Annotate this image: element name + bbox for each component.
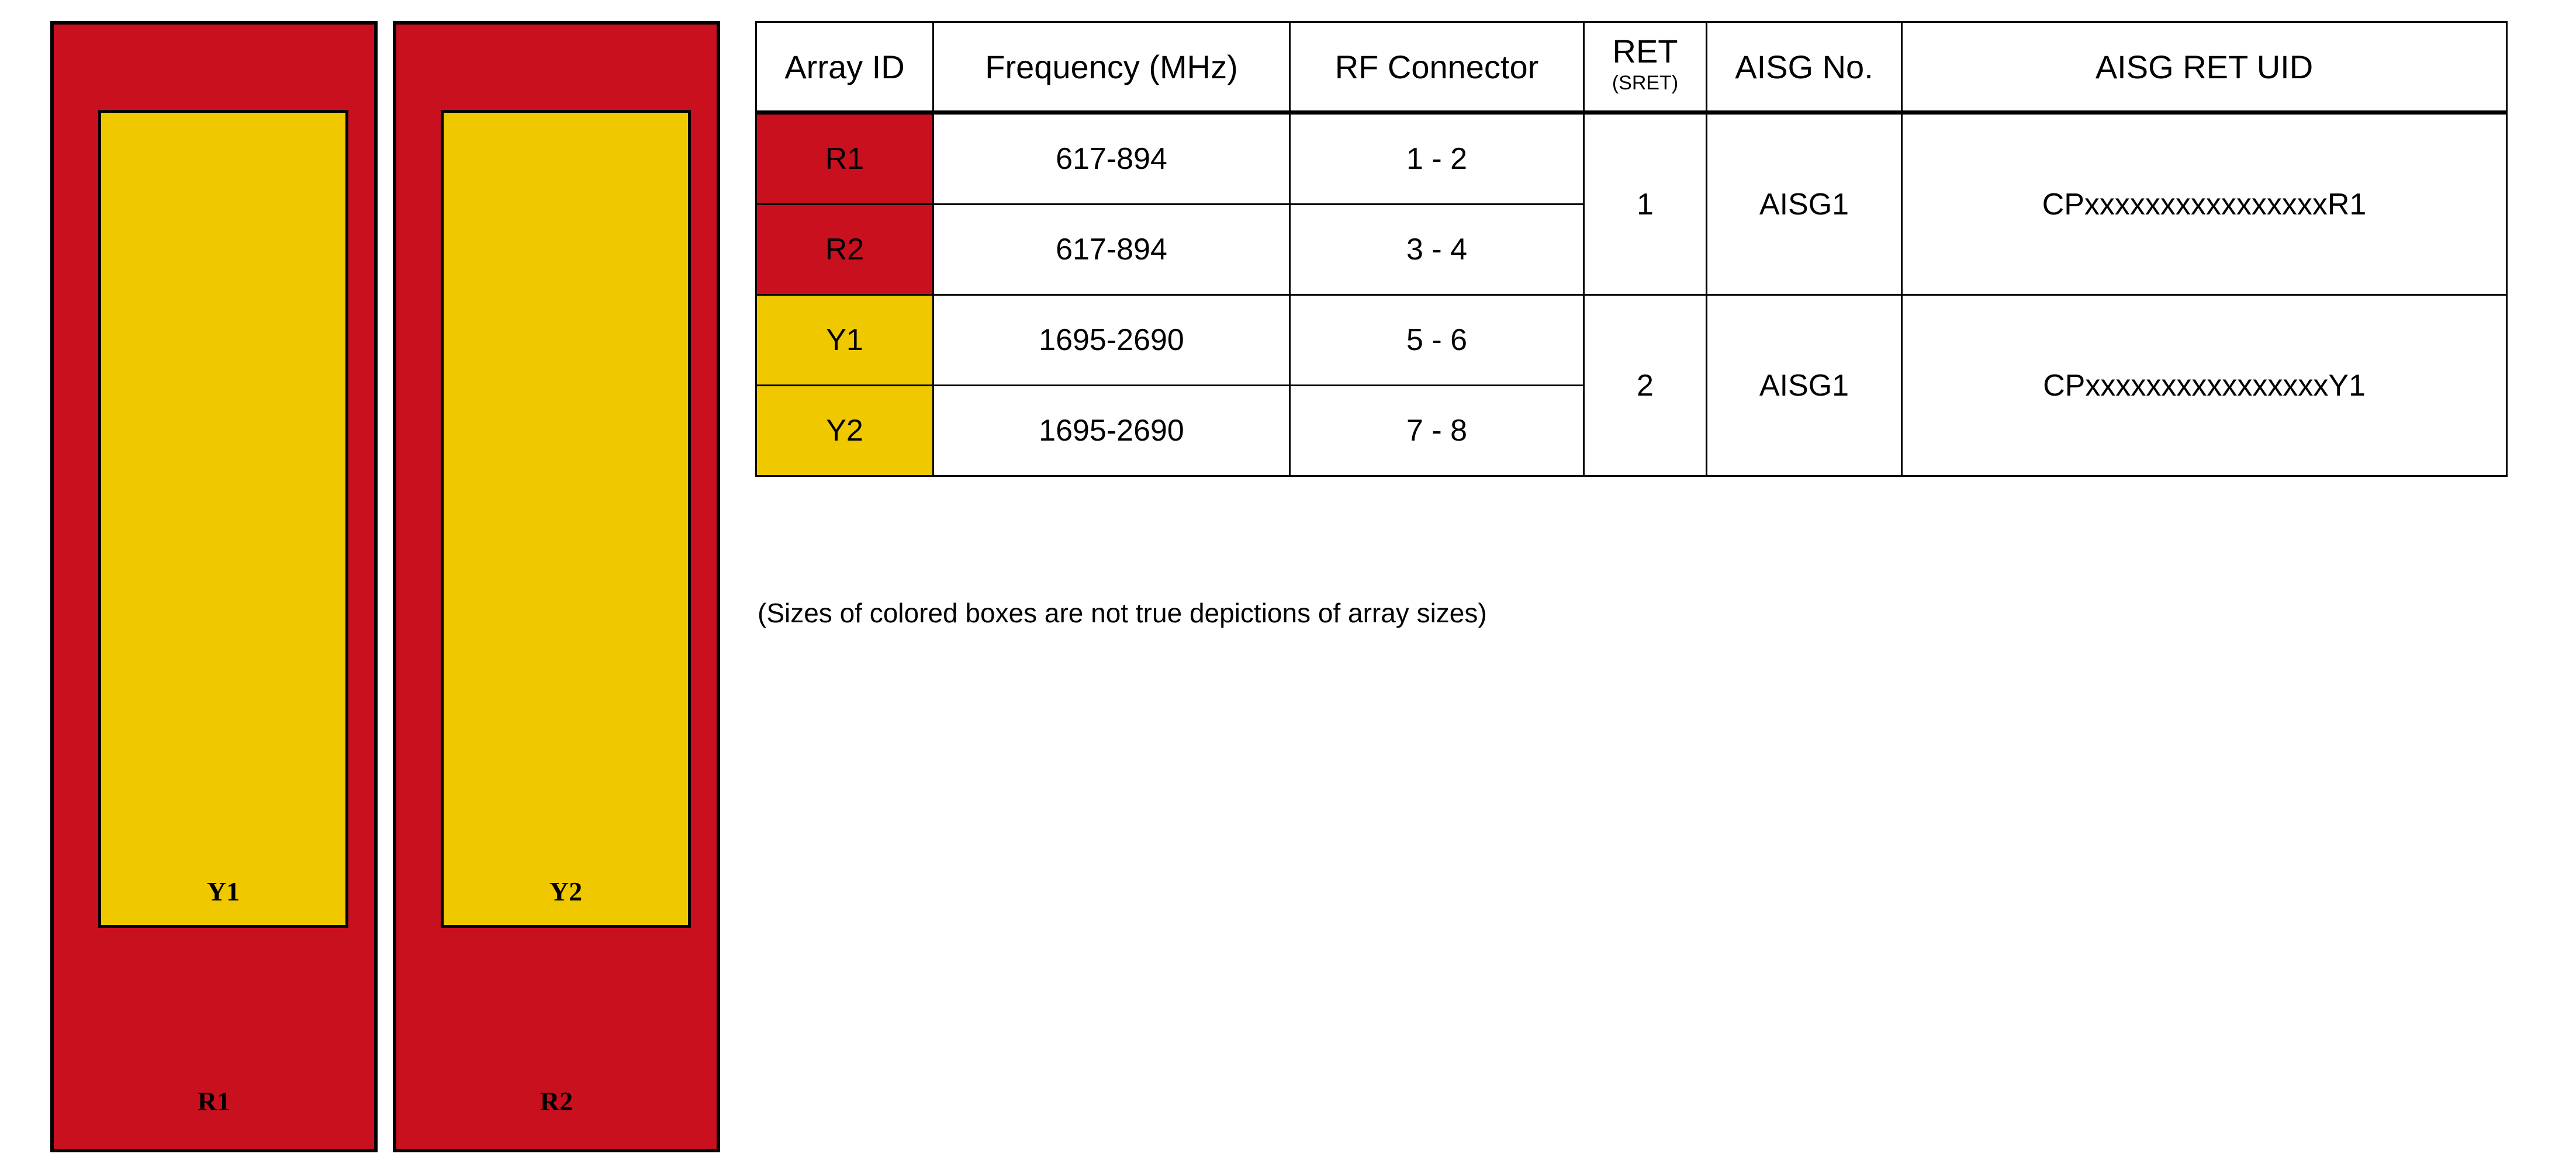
array-label-y2: Y2: [549, 877, 583, 906]
antenna-array-diagram: Y1 R1 Y2 R2: [0, 0, 742, 1164]
cell-array-id: R2: [755, 203, 934, 296]
table-header: Array ID Frequency (MHz) RF Connector RE…: [755, 21, 2508, 115]
column-header-frequency: Frequency (MHz): [932, 21, 1291, 115]
column-header-ret: RET (SRET): [1583, 21, 1707, 115]
cell-array-id: Y1: [755, 294, 934, 386]
table-header-row: Array ID Frequency (MHz) RF Connector RE…: [755, 21, 2508, 115]
table-body: R1 617-894 1 - 2 1 AISG1 CPxxxxxxxxxxxxx…: [755, 112, 2508, 477]
array-label-y1: Y1: [206, 877, 240, 906]
column-header-aisg-no: AISG No.: [1706, 21, 1903, 115]
cell-frequency: 1695-2690: [932, 294, 1291, 386]
antenna-panel-r2: Y2 R2: [393, 21, 720, 1152]
column-header-aisg-ret-uid: AISG RET UID: [1901, 21, 2508, 115]
cell-array-id: Y2: [755, 384, 934, 477]
cell-aisg-ret-uid: CPxxxxxxxxxxxxxxxxY1: [1901, 294, 2508, 477]
table-row: Y1 1695-2690 5 - 6 2 AISG1 CPxxxxxxxxxxx…: [755, 294, 2508, 477]
table-row: Y2 1695-2690 7 - 8: [755, 384, 2507, 477]
cell-ret: 2: [1583, 294, 1707, 477]
cell-rf-connector: 1 - 2: [1289, 112, 1585, 205]
cell-rf-connector: 5 - 6: [1289, 294, 1585, 386]
cell-aisg-no: AISG1: [1706, 112, 1903, 296]
cell-rf-connector: 7 - 8: [1289, 384, 1585, 477]
antenna-inner-array-y2: Y2: [441, 110, 691, 928]
cell-array-id: R1: [755, 112, 934, 205]
cell-aisg-ret-uid: CPxxxxxxxxxxxxxxxxR1: [1901, 112, 2508, 296]
column-header-rf-connector: RF Connector: [1289, 21, 1585, 115]
column-header-ret-main: RET: [1612, 32, 1678, 70]
cell-frequency: 1695-2690: [932, 384, 1291, 477]
column-header-array-id: Array ID: [755, 21, 934, 115]
cell-frequency: 617-894: [932, 112, 1291, 205]
antenna-panel-r1: Y1 R1: [50, 21, 378, 1152]
table-caption-note: (Sizes of colored boxes are not true dep…: [758, 598, 1487, 628]
array-specification-table: Array ID Frequency (MHz) RF Connector RE…: [755, 21, 2508, 477]
antenna-inner-array-y1: Y1: [98, 110, 348, 928]
table-row: R2 617-894 3 - 4: [755, 203, 2507, 296]
array-label-r2: R2: [540, 1086, 573, 1116]
array-label-r1: R1: [197, 1086, 231, 1116]
table-row: R1 617-894 1 - 2 1 AISG1 CPxxxxxxxxxxxxx…: [755, 112, 2508, 296]
cell-ret: 1: [1583, 112, 1707, 296]
cell-rf-connector: 3 - 4: [1289, 203, 1585, 296]
column-header-ret-sub: (SRET): [1612, 71, 1679, 94]
cell-aisg-no: AISG1: [1706, 294, 1903, 477]
cell-frequency: 617-894: [932, 203, 1291, 296]
